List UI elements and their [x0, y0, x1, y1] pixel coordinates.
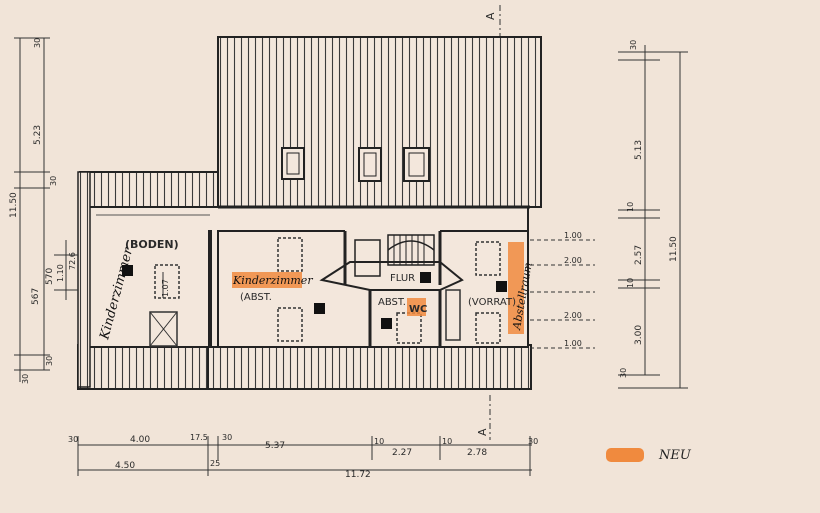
legend-swatch: [606, 448, 644, 462]
chimney-5: [496, 281, 507, 292]
dim-bottom-total-left: 4.50: [115, 461, 135, 471]
room-label-boden: (BODEN): [125, 238, 179, 251]
stairs: [387, 234, 435, 266]
dim-inner-b: 2.00: [564, 256, 582, 265]
dim-bottom-d7: 10: [442, 437, 452, 446]
chimney-2: [314, 303, 325, 314]
room-label-abst-right: ABST.: [378, 297, 406, 308]
skylight-7: [154, 264, 180, 299]
dim-right-bottom: 30: [619, 368, 628, 378]
skylight-3: [475, 241, 501, 276]
dim-inner-c: 2.00: [564, 311, 582, 320]
chimney-3: [420, 272, 431, 283]
dim-inner-d: 1.00: [564, 339, 582, 348]
legend-label: NEU: [659, 448, 691, 463]
dim-inner-a: 1.00: [564, 231, 582, 240]
dim-left-lower-inner: 570: [45, 268, 55, 285]
dim-bottom-d5: 10: [374, 437, 384, 446]
roof-bottom: [77, 344, 532, 390]
dim-right-mid: 2.57: [634, 245, 644, 265]
dim-bottom-d4: 5.37: [265, 441, 285, 451]
handwritten-kinderzimmer-mid: Kinderzimmer: [232, 274, 313, 287]
dim-right-upper-gap: 10: [626, 202, 635, 212]
highlight-kinderzimmer-mid: [232, 272, 302, 288]
dim-window: 1.07: [161, 279, 170, 297]
dim-right-total: 11.50: [669, 236, 679, 262]
dim-left-lower: 567: [31, 288, 41, 305]
roof-left-top: [79, 171, 219, 209]
landing-outline: [319, 261, 464, 291]
dim-bottom-d1: 4.00: [130, 435, 150, 445]
skylight-1: [277, 237, 303, 272]
dim-left-bottom-corner: 30: [21, 374, 30, 384]
dim-bottom-d2: 17.5: [190, 433, 208, 442]
section-label-top: A: [484, 12, 497, 20]
highlight-abstellraum: [508, 242, 524, 334]
dim-left-mid: 30: [49, 176, 58, 186]
room-label-vorrat: (VORRAT): [468, 297, 516, 308]
dim-bottom-d3: 30: [222, 433, 232, 442]
room-label-flur: FLUR: [390, 273, 415, 284]
dim-bottom-total-gap: 25: [210, 459, 220, 468]
dim-right-top: 30: [629, 40, 638, 50]
dim-bottom-d6: 2.27: [392, 448, 412, 458]
chimney-4: [381, 318, 392, 329]
dim-bottom-d8: 2.78: [467, 448, 487, 458]
dim-bottom-start: 30: [68, 435, 78, 444]
dim-left-bottom-small: 30: [45, 356, 54, 366]
dim-right-mid-gap: 10: [626, 278, 635, 288]
dim-left-window: 1.10: [56, 264, 65, 282]
chimney-1: [122, 265, 133, 276]
room-label-wc: WC: [409, 304, 427, 315]
skylight-2: [277, 307, 303, 342]
dim-bottom-total: 11.72: [345, 470, 371, 480]
dim-right-upper: 5.13: [634, 140, 644, 160]
dim-left-top-small: 30: [33, 38, 42, 48]
dim-left-top: 5.23: [33, 125, 43, 145]
dim-left-total: 11.50: [9, 192, 19, 218]
skylight-4: [475, 312, 501, 344]
dim-left-window2: 72.6: [68, 252, 77, 270]
dim-bottom-d9: 30: [528, 437, 538, 446]
section-label-bottom: A: [476, 428, 489, 436]
skylight-6: [149, 311, 178, 347]
dim-right-lower: 3.00: [634, 325, 644, 345]
highlight-wc: [407, 298, 426, 316]
room-label-abst-left: (ABST.: [240, 292, 272, 303]
